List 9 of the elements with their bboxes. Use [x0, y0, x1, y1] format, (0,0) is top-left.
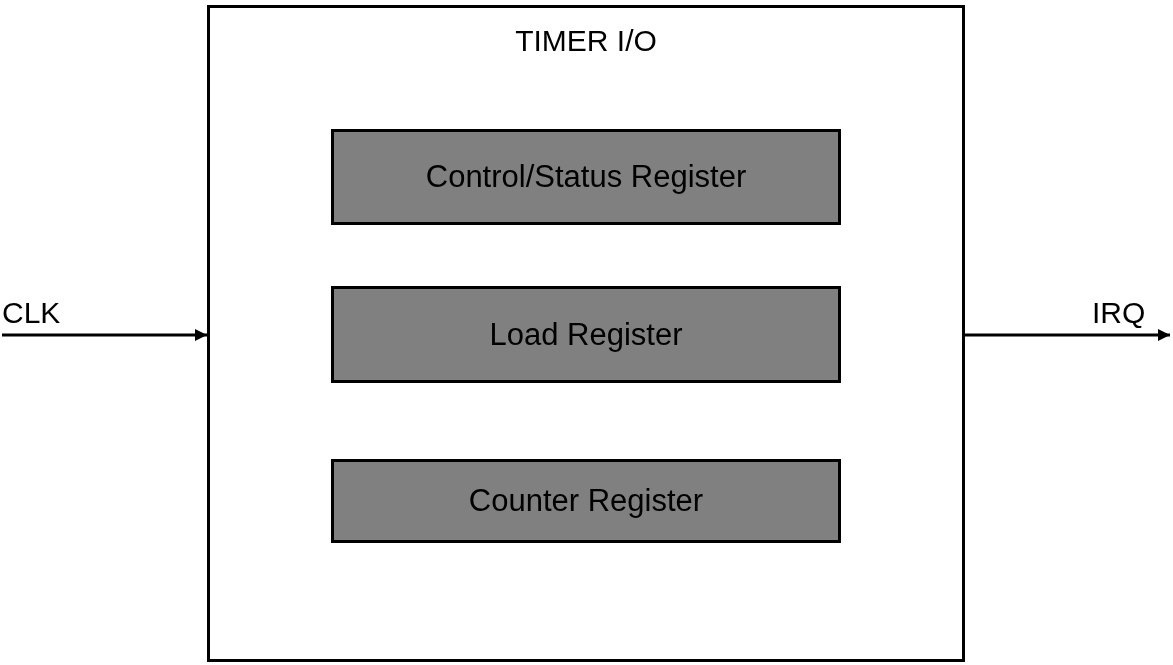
register-box: Counter Register [331, 459, 841, 543]
signal-label: IRQ [1092, 298, 1170, 335]
signal-arrow [965, 329, 1170, 341]
register-box: Load Register [331, 286, 841, 383]
signal-label: CLK [2, 298, 76, 335]
register-box: Control/Status Register [331, 129, 841, 225]
timer-block [207, 5, 965, 662]
block-title: TIMER I/O [514, 24, 658, 58]
signal-arrow [2, 329, 207, 341]
